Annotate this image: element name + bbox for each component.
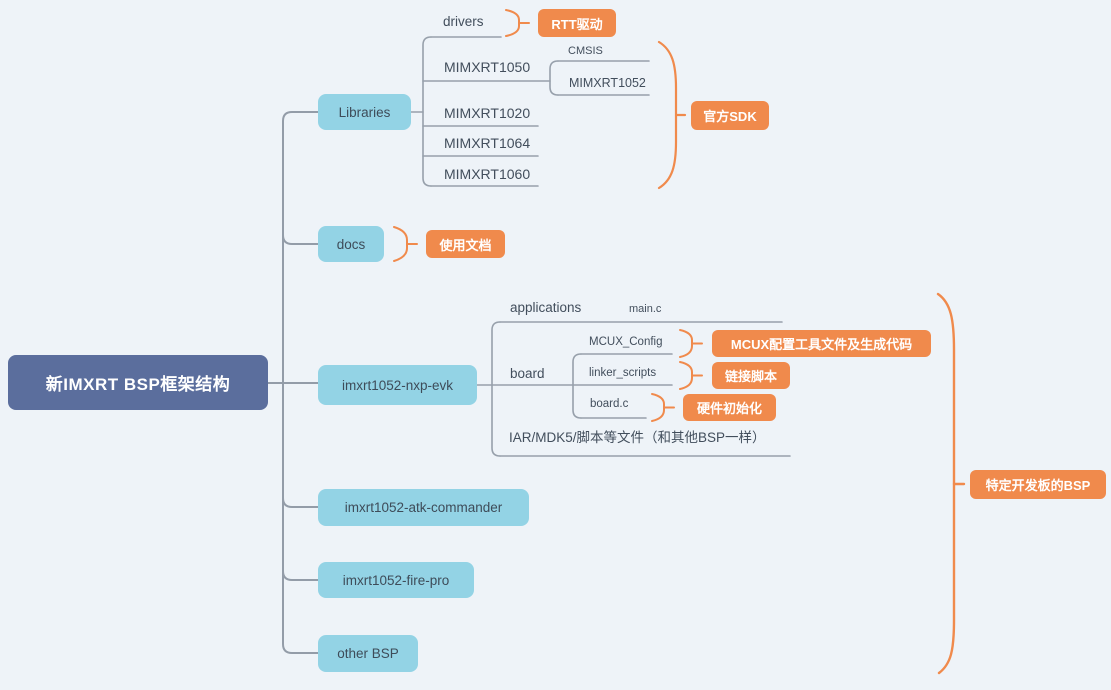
node-mimxrt1050[interactable]: MIMXRT1050 [444,59,531,75]
brace-curve [505,9,520,37]
node-cmsis[interactable]: CMSIS [568,45,603,57]
nxp-evk-connectors [476,321,791,457]
node-libraries[interactable]: Libraries [318,94,411,130]
callout-label: 硬件初始化 [696,401,762,416]
brace-official-sdk [657,40,687,190]
callout-mcux-config-tools[interactable]: MCUX配置工具文件及生成代码 [712,330,931,357]
callout-label: 链接脚本 [724,369,777,384]
brace-docs [393,226,418,262]
node-imxrt1052-nxp-evk[interactable]: imxrt1052-nxp-evk [318,365,477,405]
connector-line [491,321,501,457]
callout-hardware-init[interactable]: 硬件初始化 [683,394,776,421]
node-label: imxrt1052-fire-pro [342,572,450,588]
connector-line [572,353,582,419]
callout-rtt-driver[interactable]: RTT驱动 [538,9,616,37]
callout-linker-script[interactable]: 链接脚本 [712,362,790,389]
node-other-bsp[interactable]: other BSP [318,635,418,672]
libraries-connectors [410,36,650,187]
brace-curve [657,40,678,190]
connector-line [549,60,559,96]
node-mimxrt1020[interactable]: MIMXRT1020 [444,105,531,121]
callout-official-sdk[interactable]: 官方SDK [691,101,769,130]
node-mimxrt1052[interactable]: MIMXRT1052 [569,76,646,90]
node-applications[interactable]: applications [510,300,582,315]
brace-board-c [651,393,675,422]
callout-label: 特定开发板的BSP [985,478,1091,493]
callout-usage-docs[interactable]: 使用文档 [426,230,505,258]
node-label: other BSP [337,646,399,661]
brace-drivers [505,9,530,37]
brace-linker-scripts [679,361,703,390]
node-imxrt1052-fire-pro[interactable]: imxrt1052-fire-pro [318,562,474,598]
node-mimxrt1060[interactable]: MIMXRT1060 [444,166,531,182]
brace-curve [679,361,693,390]
root-node[interactable]: 新IMXRT BSP框架结构 [8,355,268,410]
node-linker-scripts[interactable]: linker_scripts [589,367,657,379]
node-label: Libraries [338,104,391,120]
node-mimxrt1064[interactable]: MIMXRT1064 [444,135,531,151]
callout-label: MCUX配置工具文件及生成代码 [730,337,913,352]
callout-board-specific-bsp[interactable]: 特定开发板的BSP [970,470,1106,499]
node-main-c[interactable]: main.c [629,303,662,315]
node-iar-mdk5-files[interactable]: IAR/MDK5/脚本等文件（和其他BSP一样） [509,430,766,445]
node-label: imxrt1052-atk-commander [344,500,503,515]
connector-line [282,382,319,654]
node-drivers[interactable]: drivers [443,14,484,29]
brace-curve [679,329,693,358]
node-label: docs [336,236,366,252]
brace-mcux-config [679,329,703,358]
brace-board-specific-bsp [936,292,966,675]
node-docs[interactable]: docs [318,226,384,262]
node-board[interactable]: board [510,366,545,381]
node-imxrt1052-atk-commander[interactable]: imxrt1052-atk-commander [318,489,529,526]
brace-layer [393,9,966,675]
node-label: imxrt1052-nxp-evk [341,377,454,393]
connector-line [282,497,319,508]
callout-label: 官方SDK [703,109,757,124]
spine-connectors [267,111,319,654]
node-mcux-config[interactable]: MCUX_Config [589,336,663,348]
brace-curve [651,393,665,422]
connector-line [282,111,319,384]
callout-label: RTT驱动 [551,16,603,32]
connector-line [282,234,319,245]
brace-curve [936,292,956,675]
connector-line [422,36,432,187]
root-node-label: 新IMXRT BSP框架结构 [45,375,231,394]
brace-curve [393,226,408,262]
connector-line [282,570,319,581]
node-board-c[interactable]: board.c [590,398,629,410]
callout-label: 使用文档 [439,237,492,253]
